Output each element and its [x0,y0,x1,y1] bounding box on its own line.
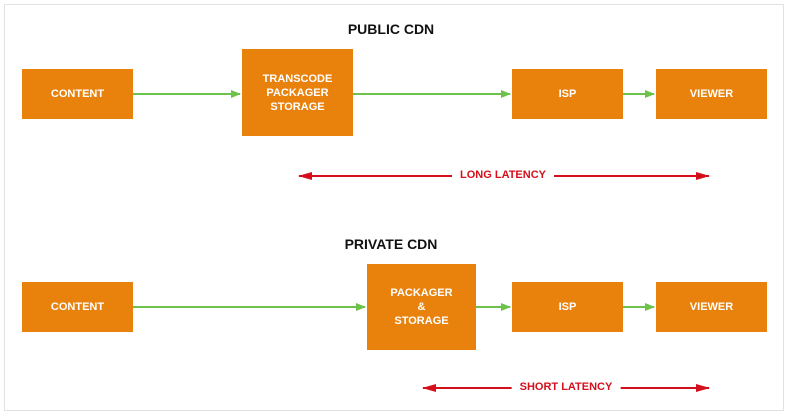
long-latency-label: LONG LATENCY [452,169,554,181]
public-content-box: CONTENT [22,69,133,119]
private-viewer-box: VIEWER [656,282,767,332]
public-cdn-title: PUBLIC CDN [347,21,435,37]
private-isp-box: ISP [512,282,623,332]
short-latency-label: SHORT LATENCY [511,381,621,393]
public-transcode-packager-storage-box: TRANSCODE PACKAGER STORAGE [242,49,353,136]
public-viewer-box: VIEWER [656,69,767,119]
public-isp-box: ISP [512,69,623,119]
private-content-box: CONTENT [22,282,133,332]
private-packager-storage-box: PACKAGER & STORAGE [367,264,476,350]
private-cdn-title: PRIVATE CDN [344,236,438,252]
